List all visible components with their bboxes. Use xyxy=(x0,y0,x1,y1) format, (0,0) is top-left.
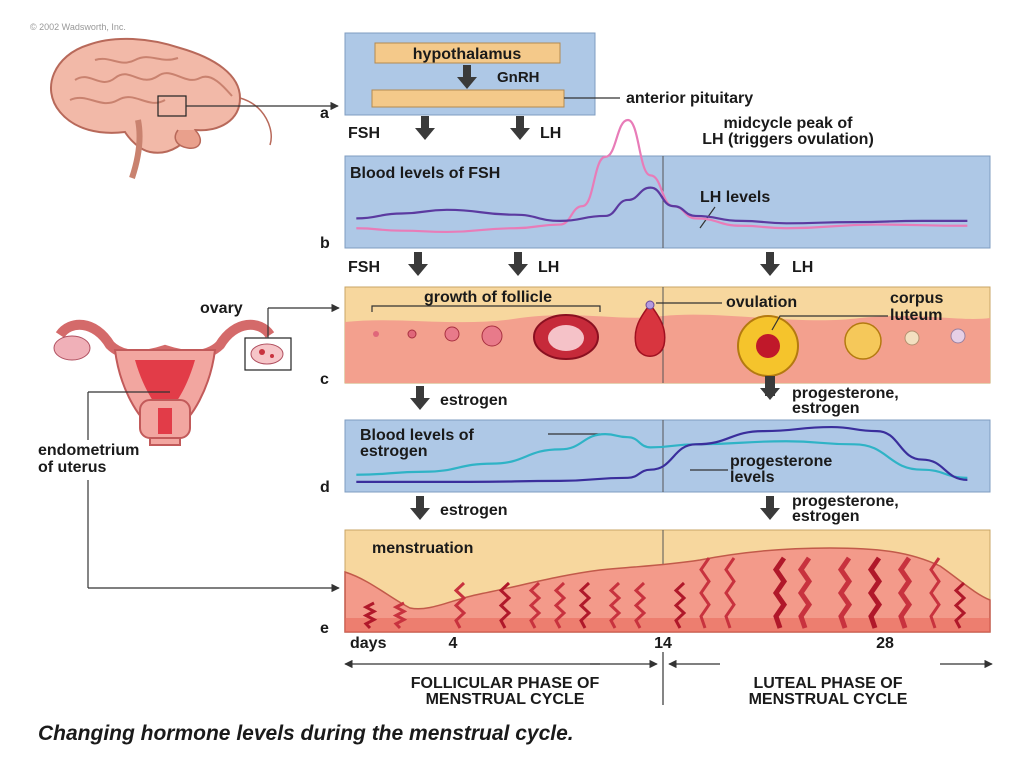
progesterone-line xyxy=(356,425,968,483)
menstruation-label: menstruation xyxy=(372,540,473,557)
hormone-chart-b xyxy=(356,118,968,234)
day-axis: days 4 14 28 xyxy=(344,635,993,705)
uterine-gland xyxy=(699,557,711,629)
uterine-gland xyxy=(362,601,378,630)
panel-e-letter: e xyxy=(320,620,329,637)
endometrium-label-2: of uterus xyxy=(38,459,107,476)
uterine-gland xyxy=(797,556,813,629)
progesterone-levels-label-2: levels xyxy=(730,469,775,486)
uterine-gland xyxy=(633,581,647,629)
corpus-luteum-large xyxy=(737,315,799,377)
progesterone-levels-label-1: progesterone xyxy=(730,453,832,470)
fsh-label-bc: FSH xyxy=(348,259,380,276)
uterine-gland xyxy=(608,581,622,629)
uterine-gland xyxy=(929,557,941,629)
hypothalamus-box xyxy=(374,42,561,64)
panel-b-title: Blood levels of FSH xyxy=(350,165,500,182)
corpus-luteum-label-1: corpus xyxy=(890,290,943,307)
uterus-illustration: ovary endometrium of uterus xyxy=(38,300,340,593)
estrogen-line xyxy=(356,433,968,479)
uterine-gland xyxy=(673,581,687,629)
uterine-gland xyxy=(578,581,592,629)
estrogen-label-cd: estrogen xyxy=(440,392,508,409)
panel-c-letter: c xyxy=(320,371,329,388)
endometrium-label-1: endometrium xyxy=(38,442,139,459)
panel-e: menstruation e xyxy=(320,529,991,637)
uterine-gland xyxy=(453,581,467,629)
panel-d-title-2: estrogen xyxy=(360,443,428,460)
uterine-gland xyxy=(772,556,788,629)
uterine-gland xyxy=(528,581,542,629)
lh-line xyxy=(356,118,968,234)
panel-a-letter: a xyxy=(320,105,329,122)
fsh-label-a: FSH xyxy=(348,125,380,142)
follicular-phase-line1: FOLLICULAR PHASE OF xyxy=(411,675,600,692)
uterine-gland xyxy=(724,557,736,629)
progesterone-label-de-2: estrogen xyxy=(792,508,860,525)
luteal-phase-line1: LUTEAL PHASE OF xyxy=(753,675,902,692)
lh-levels-label: LH levels xyxy=(700,189,770,206)
hormone-chart-d xyxy=(356,425,968,483)
figure-caption: Changing hormone levels during the menst… xyxy=(38,722,574,745)
progesterone-label-de-1: progesterone, xyxy=(792,493,899,510)
brain-illustration xyxy=(50,37,339,179)
progesterone-label-cd-2: estrogen xyxy=(792,400,860,417)
progesterone-label-cd-1: progesterone, xyxy=(792,385,899,402)
panel-d-letter: d xyxy=(320,479,330,496)
fsh-line xyxy=(356,186,968,225)
day-28-label: 28 xyxy=(876,635,894,652)
lh-label-bc-2: LH xyxy=(792,259,813,276)
uterine-gland xyxy=(553,581,567,629)
days-label: days xyxy=(350,635,387,652)
publisher-credit: © 2002 Wadsworth, Inc. xyxy=(30,22,126,32)
midcycle-label-line1: midcycle peak of xyxy=(724,115,854,132)
uterine-gland xyxy=(953,581,967,629)
panel-c: growth of follicle ovulation corpus lute… xyxy=(320,286,991,388)
anterior-pituitary-box xyxy=(371,89,565,108)
uterine-glands xyxy=(362,556,967,630)
anterior-pituitary-label: anterior pituitary xyxy=(626,90,753,107)
phase-labels: FOLLICULAR PHASE OF MENSTRUAL CYCLE LUTE… xyxy=(411,675,908,708)
uterine-gland xyxy=(837,556,853,629)
panel-d: Blood levels of estrogen progesterone le… xyxy=(320,419,991,496)
panel-a: hypothalamus GnRH anterior pituitary a F… xyxy=(320,32,753,142)
lh-label-a: LH xyxy=(540,125,561,142)
hypothalamus-label: hypothalamus xyxy=(413,46,522,63)
panel-b: Blood levels of FSH LH levels b xyxy=(320,118,991,252)
uterine-gland xyxy=(867,556,883,629)
follicular-phase-line2: MENSTRUAL CYCLE xyxy=(426,691,585,708)
ovary-label: ovary xyxy=(200,300,243,317)
growth-of-follicle-label: growth of follicle xyxy=(424,289,552,306)
ovulation-label: ovulation xyxy=(726,294,797,311)
follicles xyxy=(373,300,966,377)
luteal-phase-line2: MENSTRUAL CYCLE xyxy=(749,691,908,708)
uterine-gland xyxy=(392,601,408,630)
lh-label-bc-1: LH xyxy=(538,259,559,276)
day-4-label: 4 xyxy=(449,635,458,652)
panel-b-letter: b xyxy=(320,235,330,252)
uterine-gland xyxy=(498,581,512,629)
corpus-luteum-label-2: luteum xyxy=(890,307,942,324)
estrogen-label-de: estrogen xyxy=(440,502,508,519)
panel-d-title-1: Blood levels of xyxy=(360,427,474,444)
midcycle-label-line2: LH (triggers ovulation) xyxy=(702,131,874,148)
gnrh-label: GnRH xyxy=(497,69,540,86)
uterine-gland xyxy=(897,556,913,629)
day-14-label: 14 xyxy=(654,635,672,652)
